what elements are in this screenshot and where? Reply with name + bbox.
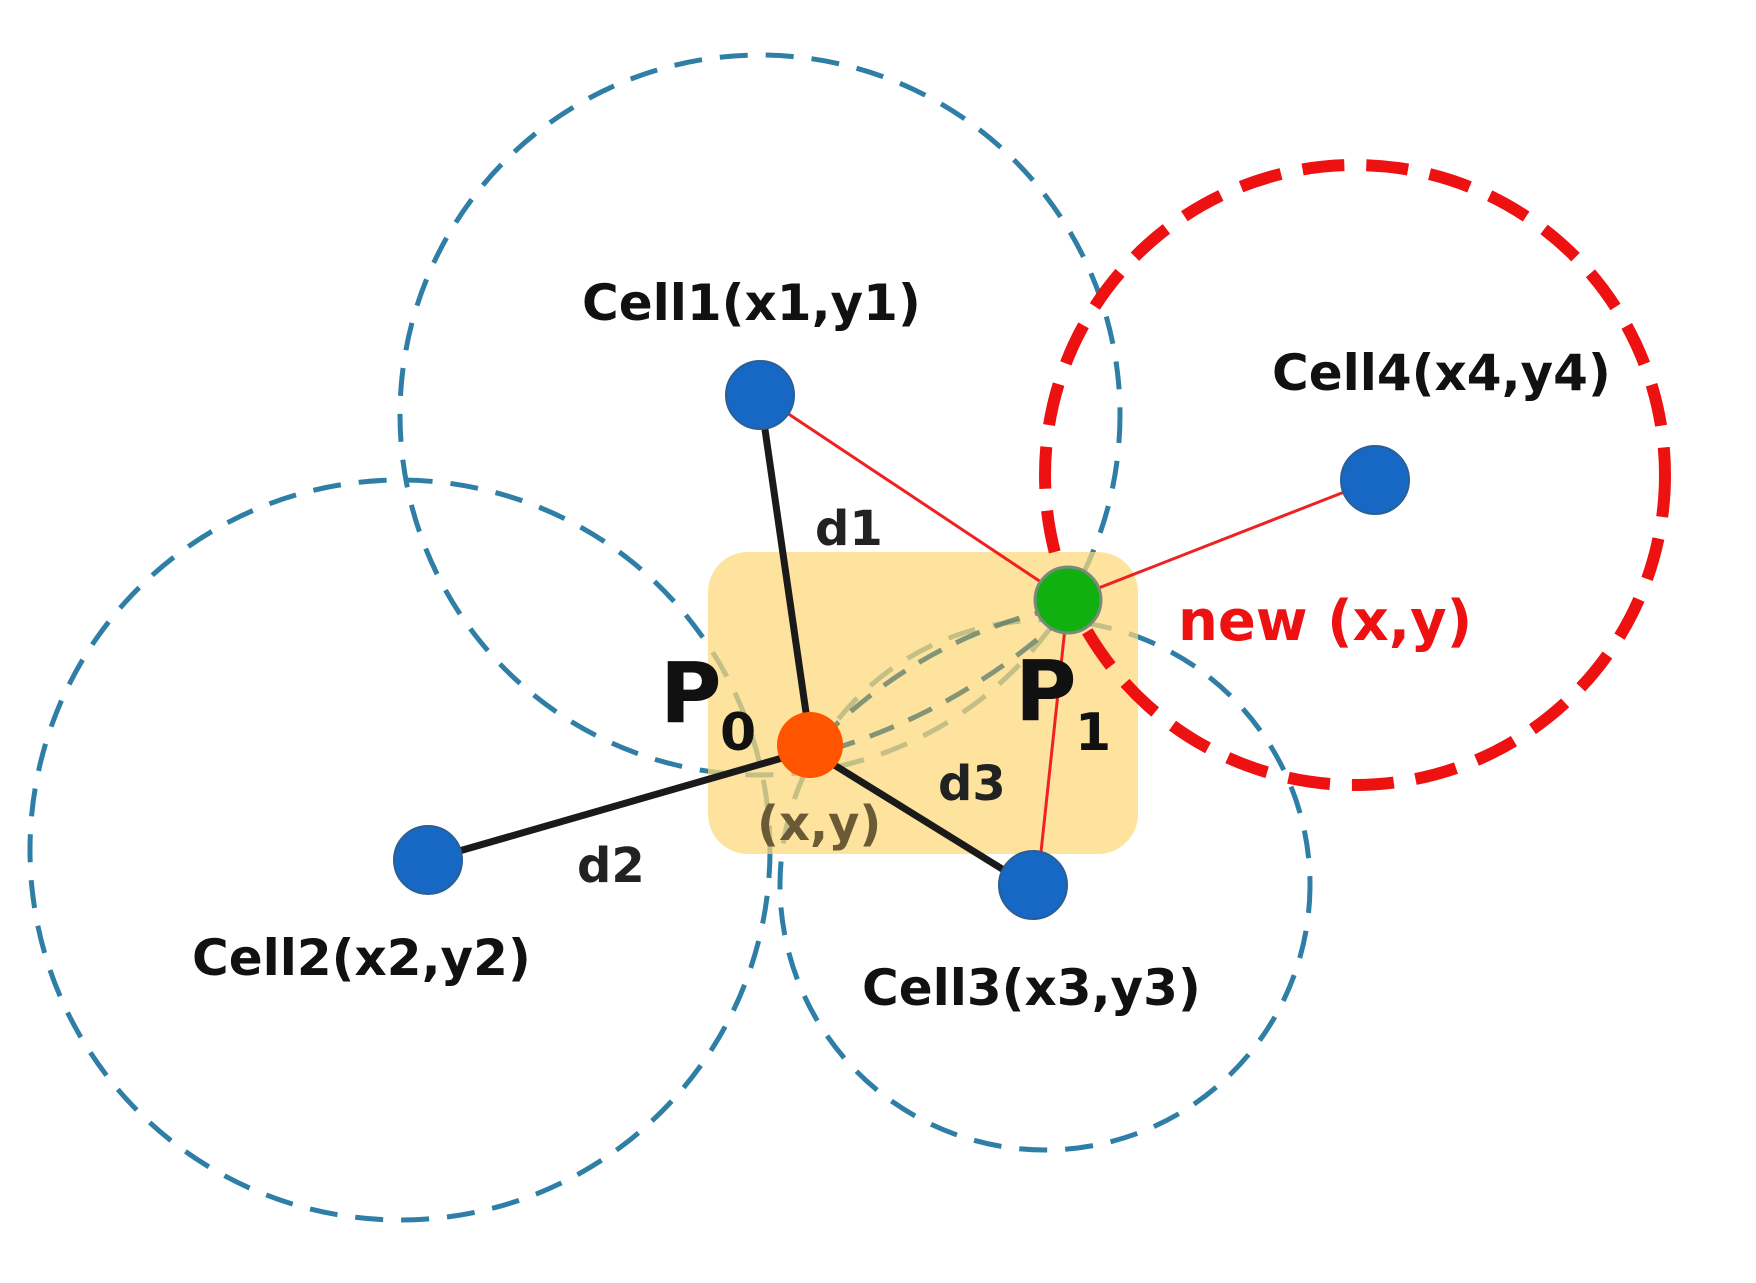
trajectory-arcs (818, 607, 1062, 753)
connector-cell4-p1 (1067, 478, 1376, 602)
trajectory-arc-lower (829, 618, 1062, 753)
connector-d2 (424, 746, 814, 864)
cell1-label: Cell1(x1,y1) (582, 274, 921, 332)
distance-connectors (424, 391, 1032, 889)
cell3-label: Cell3(x3,y3) (862, 959, 1201, 1017)
p1-node (1033, 565, 1103, 635)
trajectory-arc-upper (818, 607, 1051, 742)
p0-subscript: 0 (720, 703, 756, 763)
cell4-node (1340, 445, 1410, 515)
d3-label: d3 (938, 756, 1006, 812)
new-connectors (759, 393, 1376, 881)
cell3-node (998, 850, 1068, 920)
d2-label: d2 (577, 838, 645, 894)
connector-d1 (756, 391, 814, 744)
p0-node (777, 712, 843, 778)
p1-label: P (1015, 642, 1077, 740)
connector-cell3-p1 (1036, 599, 1070, 881)
cell1-node (725, 360, 795, 430)
connector-d3 (806, 746, 1032, 889)
new-coverage-circle-cell4 (1039, 159, 1671, 791)
cell2-label: Cell2(x2,y2) (192, 929, 531, 987)
connector-cell1-p1 (759, 393, 1069, 602)
new-position-label: new (x,y) (1178, 589, 1472, 654)
p1-subscript: 1 (1075, 703, 1111, 763)
estimation-region (708, 552, 1138, 854)
cell-nodes (393, 360, 1410, 920)
p0-coords-label: (x,y) (757, 796, 881, 852)
d1-label: d1 (815, 501, 883, 557)
p0-label: P (660, 644, 722, 742)
cell2-node (393, 825, 463, 895)
cell4-label: Cell4(x4,y4) (1272, 344, 1611, 402)
